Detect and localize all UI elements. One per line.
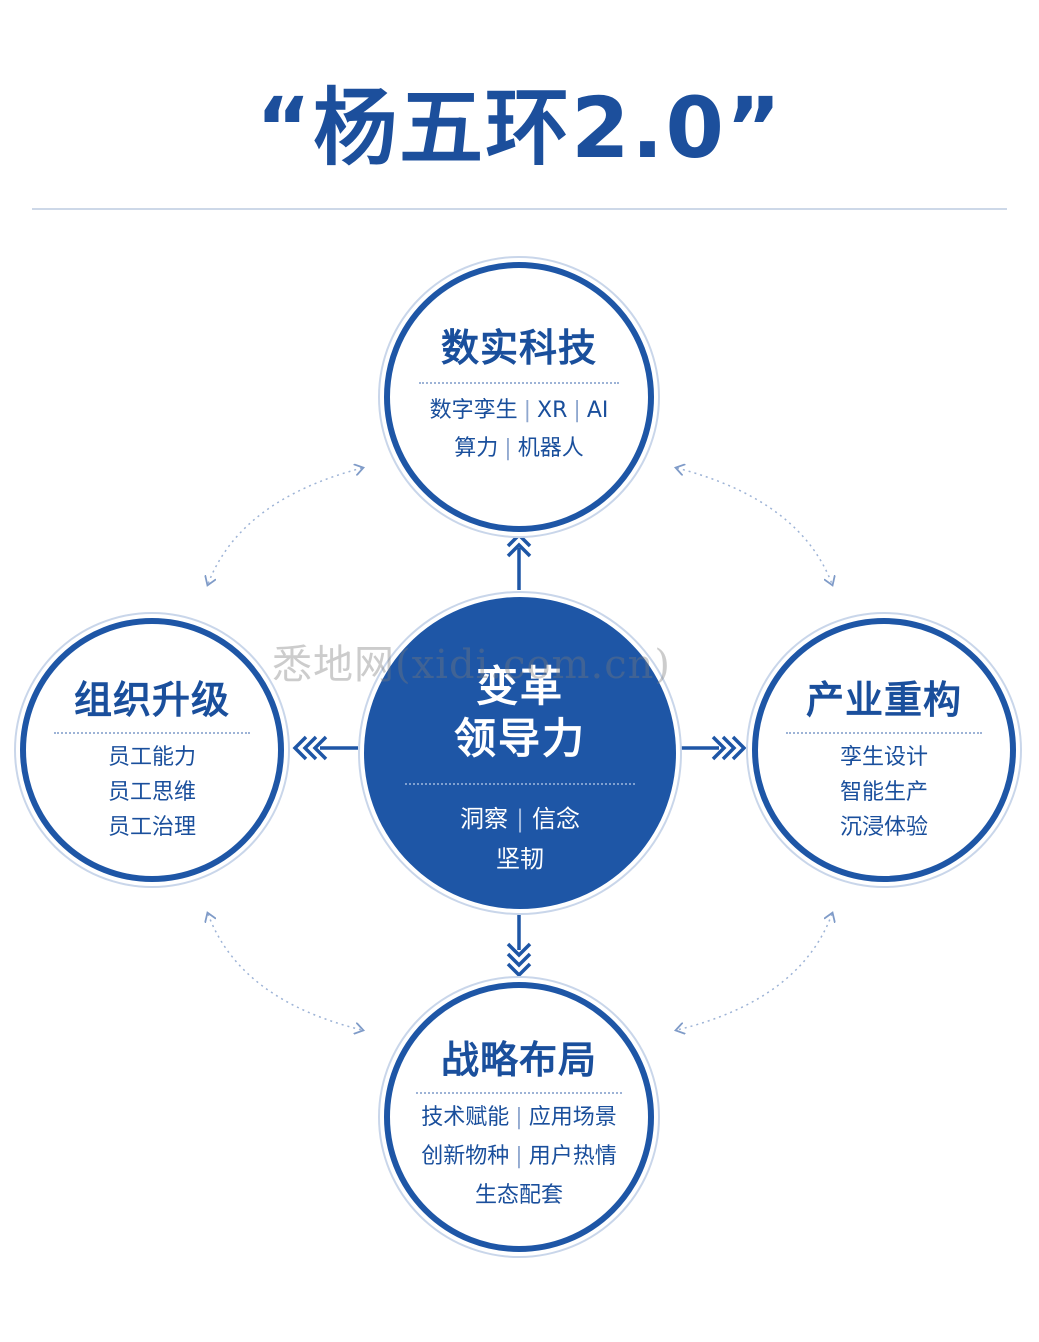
- dotted-divider: [405, 783, 635, 785]
- node-item: 员工思维: [107, 780, 196, 805]
- connector-top-right: [677, 468, 832, 584]
- node-title: 数实科技: [440, 326, 597, 370]
- arrow-up: [506, 522, 532, 590]
- arrow-down: [506, 912, 532, 978]
- node-items-row: 数字孪生|XR|AI: [390, 392, 648, 430]
- arrow-right: [681, 735, 747, 761]
- separator: |: [515, 1105, 523, 1130]
- title-divider: [32, 208, 1007, 210]
- node-item: 员工治理: [107, 815, 196, 840]
- node-item: 沉浸体验: [839, 815, 928, 840]
- connector-bottom-left: [208, 914, 362, 1030]
- node-item: XR: [537, 398, 568, 423]
- dotted-divider: [54, 732, 250, 734]
- node-item: 智能生产: [839, 780, 928, 805]
- node-items-row: 技术赋能|应用场景: [390, 1098, 648, 1137]
- node-title: 组织升级: [73, 678, 230, 722]
- connector-bottom-right: [677, 914, 832, 1030]
- dotted-divider: [786, 732, 982, 734]
- node-item: 数字孪生: [429, 398, 518, 423]
- node-item: 生态配套: [474, 1183, 563, 1208]
- dotted-divider: [419, 382, 619, 384]
- node-items-row: 算力|机器人: [390, 430, 648, 468]
- node-items-row: 创新物种|用户热情: [390, 1137, 648, 1176]
- node-item: AI: [586, 398, 609, 423]
- separator: |: [573, 398, 581, 423]
- node-item: 机器人: [517, 436, 584, 461]
- separator: |: [515, 1144, 523, 1169]
- node-item: 创新物种: [421, 1144, 510, 1169]
- separator: |: [515, 805, 525, 833]
- node-strategy-layout: 战略布局 技术赋能|应用场景 创新物种|用户热情 生态配套: [384, 982, 654, 1252]
- center-title-line1: 变革: [475, 662, 564, 711]
- node-org-upgrade: 组织升级 员工能力 员工思维 员工治理: [20, 618, 284, 882]
- node-item: 用户热情: [528, 1144, 617, 1169]
- node-items-row: 洞察|信念: [364, 799, 676, 839]
- node-title: 产业重构: [805, 678, 962, 722]
- node-title: 战略布局: [440, 1038, 597, 1082]
- connector-top-left: [208, 468, 362, 584]
- node-transformational-leadership: 变革 领导力 洞察|信念 坚韧: [364, 597, 676, 909]
- node-item: 洞察: [459, 805, 508, 833]
- node-item: 孪生设计: [839, 745, 928, 770]
- node-item: 员工能力: [107, 745, 196, 770]
- arrow-left: [292, 735, 358, 761]
- separator: |: [504, 436, 512, 461]
- node-industry-restructure: 产业重构 孪生设计 智能生产 沉浸体验: [752, 618, 1016, 882]
- dotted-divider: [416, 1092, 622, 1094]
- node-item: 技术赋能: [421, 1105, 510, 1130]
- node-item: 信念: [532, 805, 581, 833]
- watermark: 悉地网(xidi.com.cn): [272, 642, 671, 688]
- center-title-line2: 领导力: [453, 714, 586, 763]
- node-digital-tech: 数实科技 数字孪生|XR|AI 算力|机器人: [384, 262, 654, 532]
- node-item: 应用场景: [528, 1105, 617, 1130]
- page-title: “杨五环2.0”: [255, 79, 784, 177]
- node-item: 算力: [454, 436, 499, 461]
- node-item: 坚韧: [496, 845, 544, 873]
- separator: |: [523, 398, 532, 423]
